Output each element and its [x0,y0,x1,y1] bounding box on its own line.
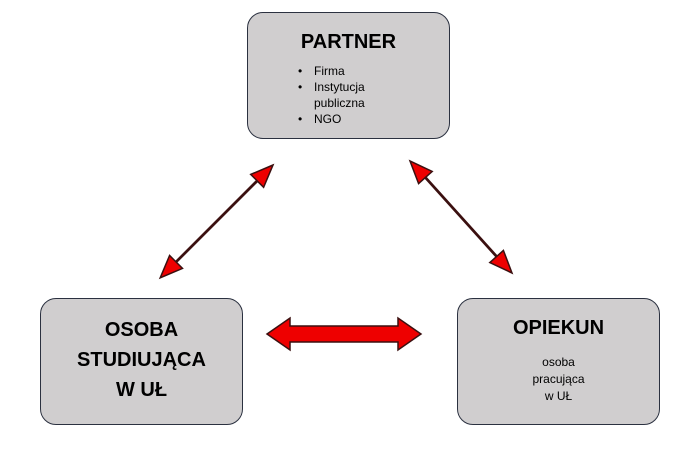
partner-item-ngo: NGO [298,111,365,127]
partner-item-firma: Firma [298,63,365,79]
partner-list: Firma Instytucja publiczna NGO [298,63,365,127]
partner-item-instytucja-line1: Instytucja [314,80,365,94]
student-box: OSOBA STUDIUJĄCA W UŁ [40,298,243,425]
arrow-partner-student [158,163,275,280]
arrow-student-mentor [265,316,423,352]
partner-title: PARTNER [300,31,397,53]
partner-item-instytucja-line2: publiczna [314,96,365,110]
student-title-line3: W UŁ [115,379,168,401]
mentor-desc-line1: osoba [542,355,575,369]
student-title-line1: OSOBA [104,319,179,341]
student-title-line2: STUDIUJĄCA [77,349,206,371]
mentor-title: OPIEKUN [512,317,605,339]
arrow-partner-mentor [408,159,514,275]
mentor-box: OPIEKUN osoba pracująca w UŁ [457,298,660,425]
partner-item-instytucja: Instytucja publiczna [298,79,365,111]
mentor-desc-line3: w UŁ [544,389,573,403]
partner-box: PARTNER Firma Instytucja publiczna NGO [247,12,450,139]
mentor-desc-line2: pracująca [532,372,585,386]
